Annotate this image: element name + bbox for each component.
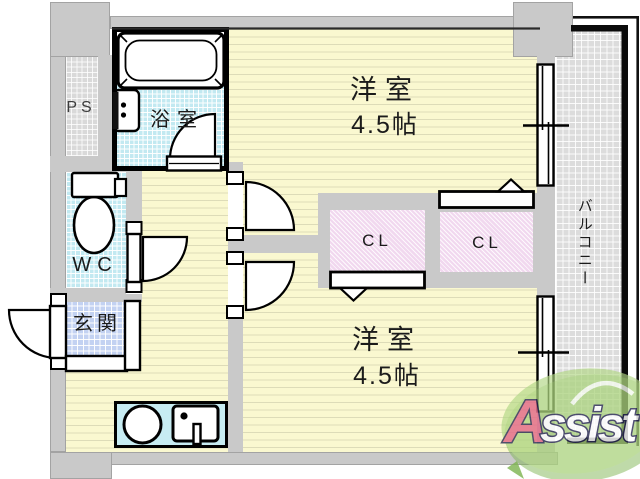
bedroom-top-door-arc [244, 180, 296, 232]
logo-leaf-vein [570, 380, 635, 406]
bathroom-sink-faucet [112, 92, 119, 129]
bedroom-bottom-size: 4.5帖 [353, 362, 421, 390]
bedroom-bottom-label: 洋室 [352, 325, 422, 355]
logo-text-initial: A [502, 388, 547, 455]
bedroom-bottom-door-arc [244, 260, 296, 312]
toilet-flush-box [113, 177, 128, 198]
toilet-tank [70, 171, 120, 199]
entrance-door [7, 293, 68, 370]
wc-label: WC [72, 254, 118, 276]
logo-leaf [501, 368, 640, 474]
kitchen-faucet-dot [180, 412, 188, 420]
bedroom-top-size: 4.5帖 [351, 111, 419, 139]
toilet [70, 171, 128, 255]
wall-mid-horizontal [243, 235, 318, 253]
wall-under-wc [50, 288, 140, 302]
bathtub [116, 31, 226, 90]
bedroom-top-door [226, 171, 296, 241]
assist-logo: A ssist [501, 368, 640, 479]
wall-top-strip [110, 16, 540, 29]
wc-door [125, 221, 189, 294]
pipe-space-floor [66, 57, 98, 156]
pillar-top-left [50, 2, 110, 57]
closet-left-floor [330, 210, 425, 272]
toilet-bowl [72, 195, 116, 255]
wall-corner-bottom-left [50, 452, 112, 479]
closet-right-door [438, 178, 535, 209]
bedroom-bottom-door [226, 251, 296, 319]
closet-right-label: CL [472, 233, 502, 252]
entrance-door-leaf [48, 304, 68, 360]
window-top [523, 63, 569, 187]
wc-door-leaf [126, 232, 142, 284]
top-wall-edge-line [112, 27, 540, 30]
bathroom-door-threshold [165, 155, 223, 172]
wall-ps-right [98, 55, 112, 160]
closet-left-label: CL [362, 231, 392, 250]
entrance-floor [66, 302, 126, 357]
bedroom-top-label: 洋室 [350, 75, 420, 105]
closet-left-door [329, 270, 426, 302]
balcony-label: バルコニー [575, 198, 593, 288]
entrance-step [64, 354, 129, 373]
balcony-outer-boundary [573, 16, 639, 446]
closet-right-floor [440, 212, 533, 272]
wc-door-arc [141, 235, 189, 283]
bathroom-label: 浴室 [150, 109, 204, 131]
shoe-cabinet [123, 299, 142, 372]
kitchen-tap [192, 422, 202, 446]
pipe-space-label: PS [66, 99, 96, 116]
bathroom-sink [112, 88, 141, 133]
kitchen-sink [171, 404, 220, 446]
logo-text-rest: ssist [540, 399, 639, 452]
logo-leaf-stem [507, 461, 524, 479]
kitchen-burner [122, 404, 163, 445]
wall-bottom-strip [50, 452, 558, 465]
entrance-label: 玄関 [73, 313, 121, 335]
